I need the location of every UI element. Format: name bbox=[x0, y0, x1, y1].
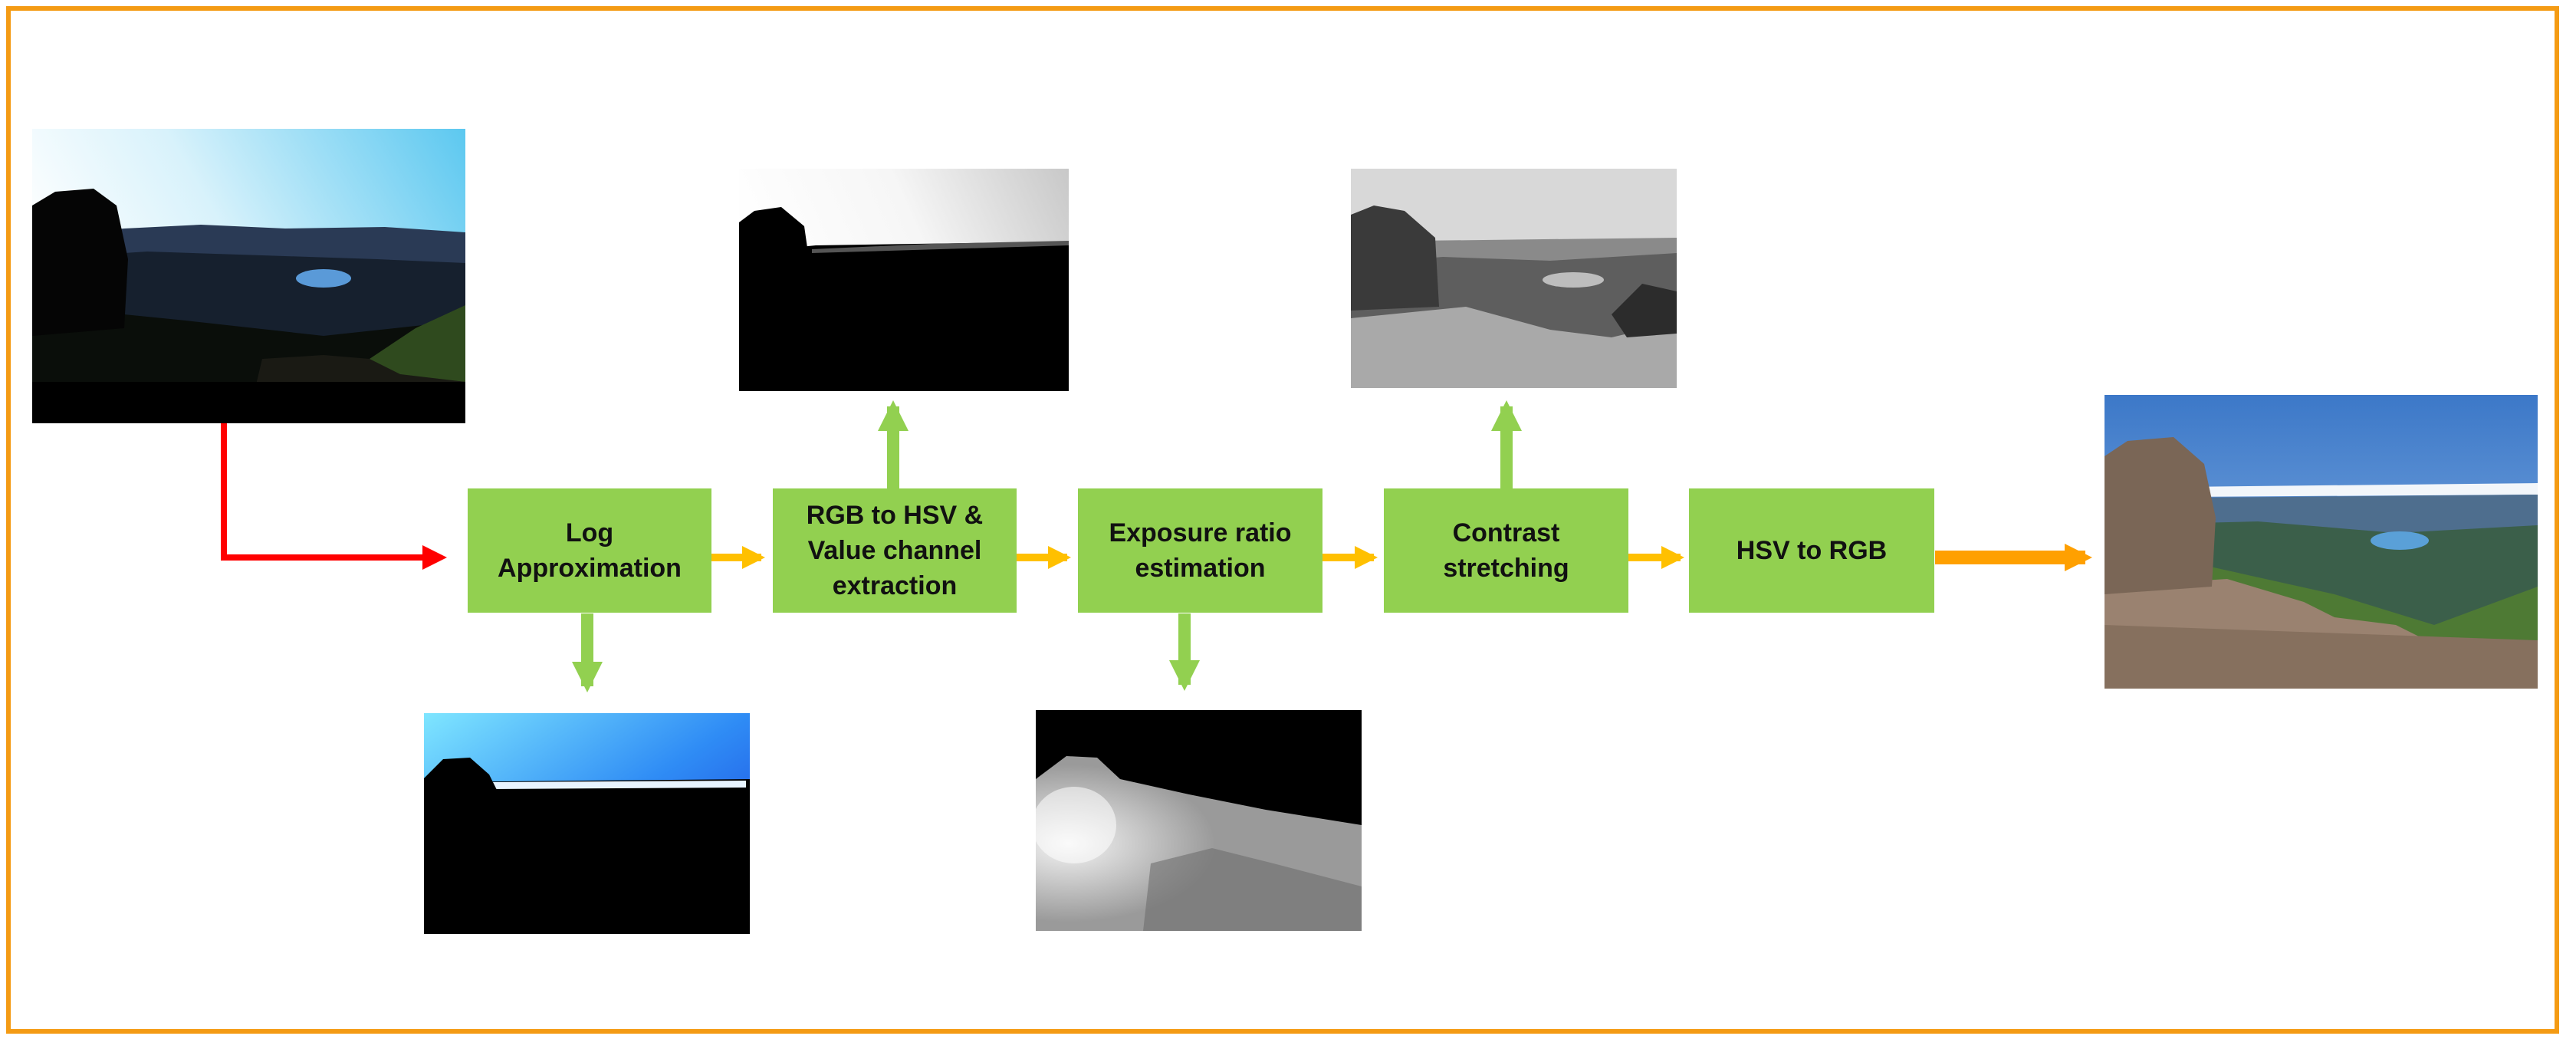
input-image bbox=[32, 129, 465, 423]
diagram-frame bbox=[6, 6, 2559, 1034]
log-output-image bbox=[424, 713, 750, 934]
output-image bbox=[2104, 395, 2538, 689]
value-channel-image bbox=[739, 169, 1069, 391]
exposure-map-image bbox=[1036, 710, 1362, 931]
node-contrast-stretching: Contrast stretching bbox=[1384, 488, 1628, 613]
node-exposure-ratio: Exposure ratio estimation bbox=[1078, 488, 1322, 613]
node-hsv-to-rgb: HSV to RGB bbox=[1689, 488, 1934, 613]
node-log-approximation: Log Approximation bbox=[468, 488, 711, 613]
contrast-stretched-image bbox=[1351, 169, 1677, 388]
arrow-input-to-log bbox=[221, 423, 447, 570]
node-rgb-to-hsv: RGB to HSV & Value channel extraction bbox=[773, 488, 1017, 613]
